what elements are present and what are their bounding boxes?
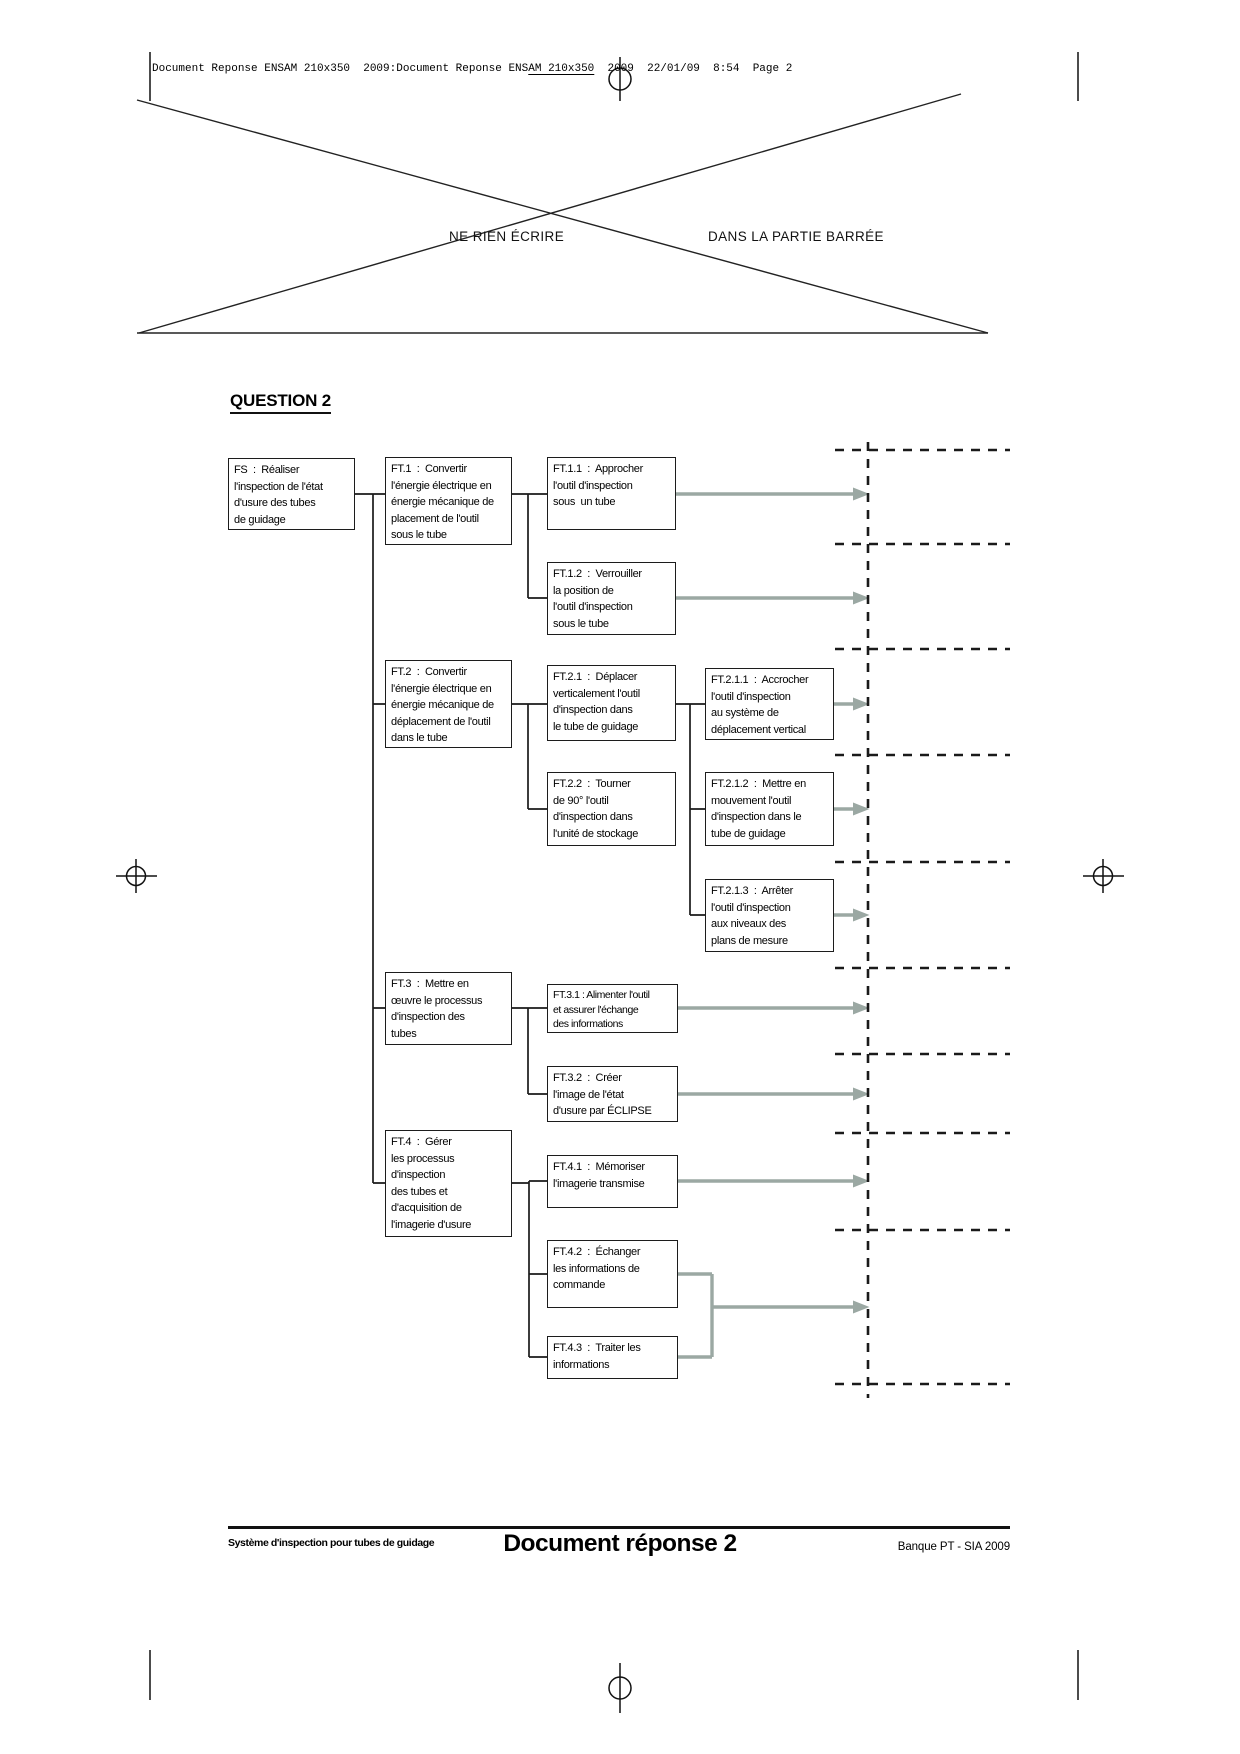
barred-area-cross	[136, 93, 989, 334]
question-title: QUESTION 2	[230, 391, 331, 414]
fast-box-ft42: FT.4.2 : Échanger les informations de co…	[547, 1240, 678, 1308]
fast-box-ft211: FT.2.1.1 : Accrocher l'outil d'inspectio…	[705, 668, 834, 740]
footer-rule	[228, 1526, 1010, 1529]
barred-area-left-label: NE RIEN ÉCRIRE	[449, 229, 565, 244]
footer-document-subject: Système d'inspection pour tubes de guida…	[228, 1537, 435, 1549]
crop-marks	[116, 52, 1124, 1713]
cross-diagonal-right	[138, 93, 962, 334]
registration-mark-top-center	[608, 57, 632, 101]
arrow-heads	[853, 487, 870, 1314]
fast-box-ft21: FT.2.1 : Déplacer verticalement l'outil …	[547, 665, 676, 741]
registration-mark-right-middle	[1083, 859, 1124, 893]
fast-box-ft31: FT.3.1 : Alimenter l'outil et assurer l'…	[547, 984, 678, 1033]
fast-box-ft43: FT.4.3 : Traiter les informations	[547, 1336, 678, 1379]
fast-box-ft3: FT.3 : Mettre en œuvre le processus d'in…	[385, 972, 512, 1045]
footer-document-title: Document réponse 2	[503, 1530, 737, 1557]
fast-box-fs: FS : Réaliser l'inspection de l'état d'u…	[228, 458, 355, 530]
fast-box-ft212: FT.2.1.2 : Mettre en mouvement l'outil d…	[705, 772, 834, 846]
branch-ft2	[512, 703, 547, 810]
fast-box-ft2: FT.2 : Convertir l'énergie électrique en…	[385, 660, 512, 748]
answer-grid-dashed	[835, 442, 1010, 1398]
branch-ft3	[512, 1007, 547, 1095]
fast-box-ft1: FT.1 : Convertir l'énergie électrique en…	[385, 457, 512, 545]
header-text-underlined: AM 210x350	[528, 63, 595, 75]
fast-box-ft32: FT.3.2 : Créer l'image de l'état d'usure…	[547, 1066, 678, 1122]
fast-box-ft12: FT.1.2 : Verrouiller la position de l'ou…	[547, 562, 676, 635]
barred-area-right-label: DANS LA PARTIE BARRÉE	[708, 229, 884, 244]
diagram-connectors	[355, 493, 705, 1358]
branch-ft21	[676, 703, 705, 916]
fast-box-ft41: FT.4.1 : Mémoriser l'imagerie transmise	[547, 1155, 678, 1208]
header-text-before: Document Reponse ENSAM 210x350 2009:Docu…	[152, 63, 529, 75]
registration-mark-bottom-center	[608, 1663, 632, 1713]
answer-arrows	[676, 487, 870, 1359]
trunk-fs	[355, 493, 385, 1184]
branch-ft4	[512, 1180, 547, 1358]
header-text-after: 2009 22/01/09 8:54 Page 2	[594, 63, 793, 75]
fast-box-ft22: FT.2.2 : Tourner de 90° l'outil d'inspec…	[547, 772, 676, 846]
cross-diagonal-left	[136, 99, 989, 334]
fast-box-ft4: FT.4 : Gérer les processus d'inspection …	[385, 1130, 512, 1237]
footer-exam-reference: Banque PT - SIA 2009	[897, 1541, 1010, 1553]
print-job-header: Document Reponse ENSAM 210x350 2009:Docu…	[152, 63, 792, 75]
registration-mark-left-middle	[116, 859, 157, 893]
fast-box-ft11: FT.1.1 : Approcher l'outil d'inspection …	[547, 457, 676, 530]
fast-box-ft213: FT.2.1.3 : Arrêter l'outil d'inspection …	[705, 879, 834, 952]
arrow-ft42-ft43-join	[678, 1272, 855, 1359]
branch-ft1	[512, 493, 547, 599]
